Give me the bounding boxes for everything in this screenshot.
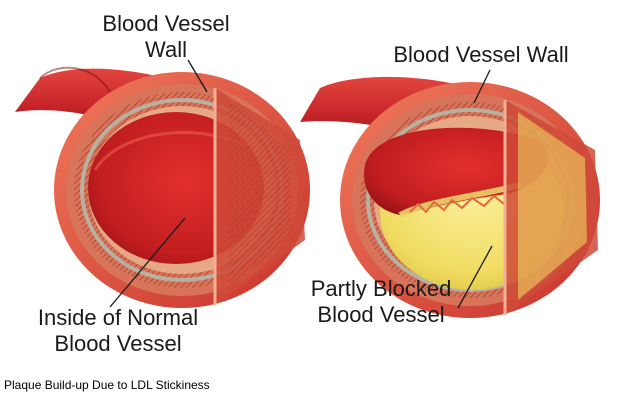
- label-normal-inside-line1: Inside of Normal: [37, 305, 199, 330]
- pointer-normal-inside: [109, 217, 186, 308]
- pointer-normal-wall: [187, 59, 208, 93]
- label-normal-wall-line1: Blood Vessel: [102, 11, 230, 36]
- label-blocked-inside-line1: Partly Blocked: [310, 276, 452, 301]
- label-normal-wall-line2: Wall: [145, 37, 187, 62]
- pointer-blocked-inside: [457, 245, 493, 309]
- blocked-vessel: [300, 76, 600, 318]
- label-normal-wall: Blood Vessel Wall: [86, 11, 246, 63]
- label-normal-inside: Inside of Normal Blood Vessel: [18, 305, 218, 357]
- narrowed-lumen: [364, 127, 548, 215]
- pointer-blocked-wall: [473, 69, 491, 104]
- figure-caption: Plaque Build-up Due to LDL Stickiness: [4, 378, 210, 392]
- pointer-lines: [109, 59, 493, 309]
- normal-vessel: [15, 66, 310, 308]
- label-blocked-inside: Partly Blocked Blood Vessel: [296, 276, 466, 328]
- label-blocked-inside-line2: Blood Vessel: [317, 302, 445, 327]
- label-blocked-wall: Blood Vessel Wall: [393, 42, 569, 67]
- label-normal-inside-line2: Blood Vessel: [54, 331, 182, 356]
